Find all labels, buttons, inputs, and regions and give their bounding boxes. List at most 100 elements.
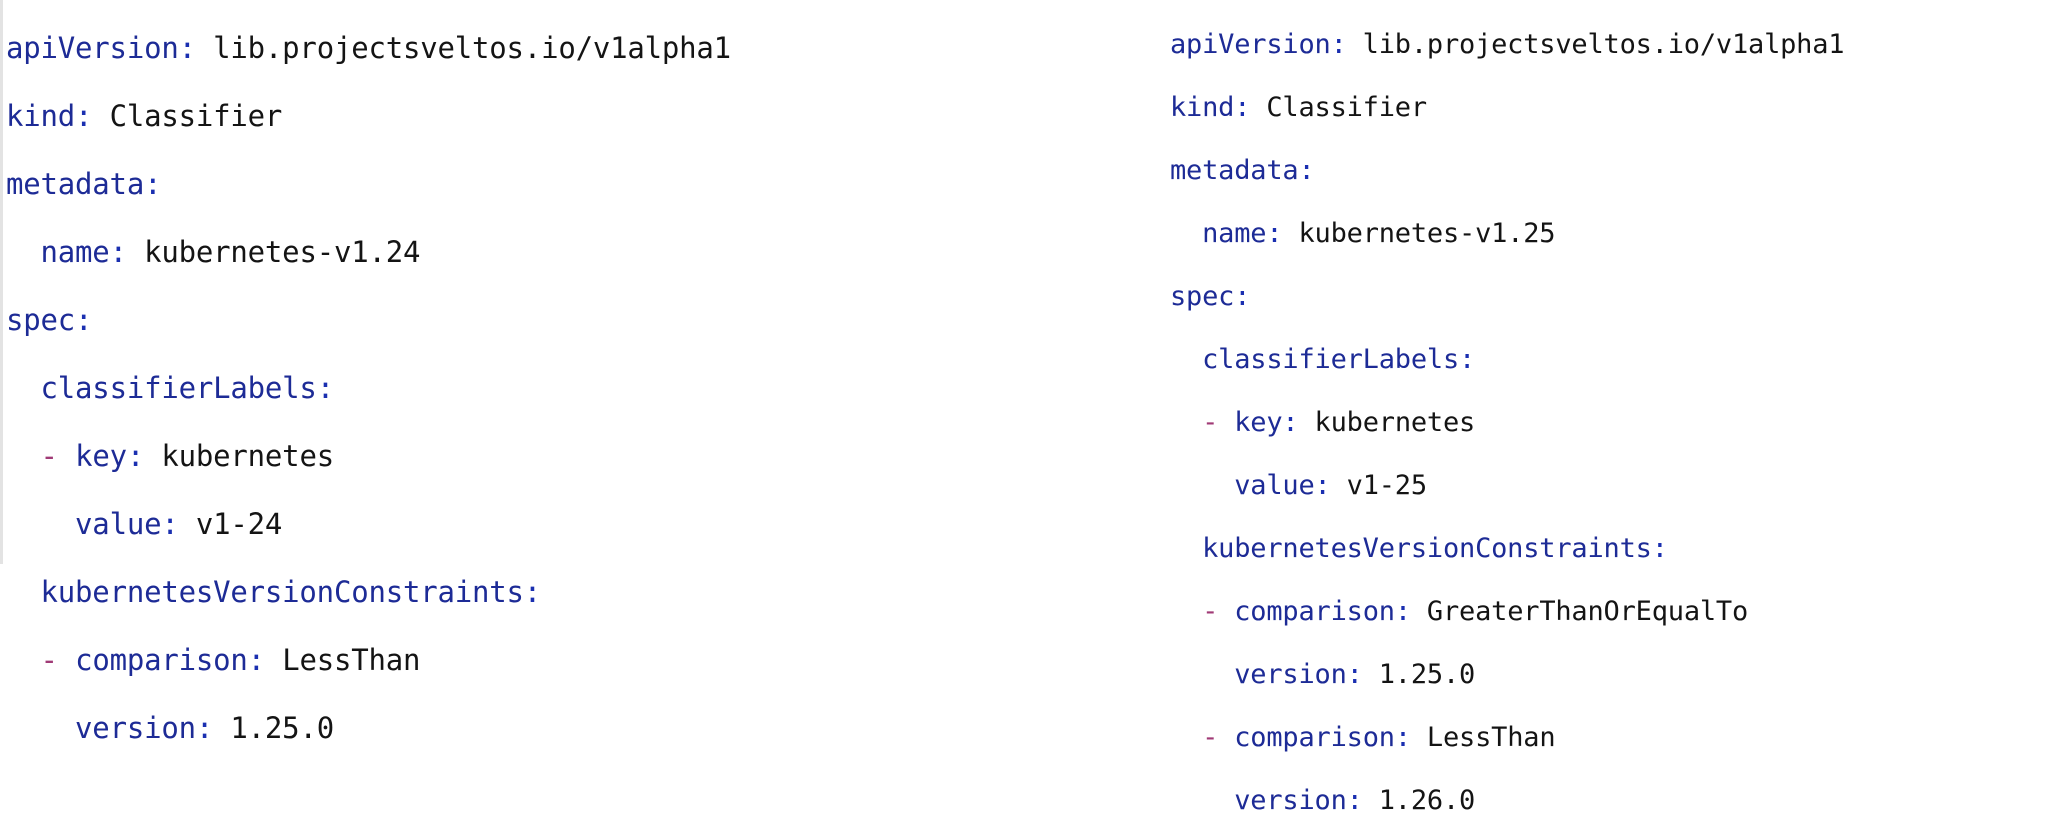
yaml-indent <box>6 643 41 677</box>
yaml-colon: : <box>178 31 196 65</box>
yaml-key: value <box>75 507 162 541</box>
yaml-colon: : <box>161 507 179 541</box>
yaml-line: version: 1.25.0 <box>6 711 731 745</box>
yaml-value: kubernetes <box>1298 407 1476 438</box>
yaml-colon: : <box>247 643 265 677</box>
yaml-line: kind: Classifier <box>6 99 731 133</box>
yaml-sequence-dash: - <box>40 439 76 473</box>
yaml-value: v1-24 <box>178 507 283 541</box>
yaml-colon: : <box>1266 218 1283 249</box>
yaml-value: lib.projectsveltos.io/v1alpha1 <box>195 31 731 65</box>
yaml-value: Classifier <box>1250 92 1427 123</box>
yaml-indent <box>1170 344 1202 375</box>
yaml-key: version <box>1234 785 1347 816</box>
yaml-key: kind <box>1170 92 1235 123</box>
yaml-key: spec <box>1170 281 1235 312</box>
yaml-value: 1.25.0 <box>1362 659 1476 690</box>
yaml-indent <box>6 439 41 473</box>
yaml-line: name: kubernetes-v1.25 <box>1170 218 1844 250</box>
yaml-colon: : <box>316 371 334 405</box>
yaml-value: 1.26.0 <box>1362 785 1476 816</box>
yaml-line: spec: <box>1170 281 1844 313</box>
yaml-colon: : <box>1394 596 1411 627</box>
yaml-indent <box>6 371 41 405</box>
yaml-line: version: 1.25.0 <box>1170 659 1844 691</box>
yaml-indent <box>1170 218 1202 249</box>
left-edge-rule <box>0 0 3 564</box>
yaml-key: name <box>1202 218 1267 249</box>
yaml-line: classifierLabels: <box>6 371 731 405</box>
yaml-indent <box>6 575 41 609</box>
yaml-line: value: v1-25 <box>1170 470 1844 502</box>
yaml-sequence-dash: - <box>1202 596 1235 627</box>
yaml-key: version <box>75 711 196 745</box>
yaml-line: name: kubernetes-v1.24 <box>6 235 731 269</box>
yaml-block-kubernetes-v1-25[interactable]: apiVersion: lib.projectsveltos.io/v1alph… <box>1170 29 1845 817</box>
yaml-key: metadata <box>6 167 145 201</box>
yaml-colon: : <box>126 439 145 473</box>
yaml-indent <box>1170 659 1234 690</box>
yaml-line: metadata: <box>6 167 731 201</box>
yaml-key: comparison <box>1234 722 1395 753</box>
yaml-value: kubernetes <box>144 439 334 473</box>
yaml-value: GreaterThanOrEqualTo <box>1410 596 1749 627</box>
yaml-colon: : <box>1314 470 1331 501</box>
yaml-key: kubernetesVersionConstraints <box>1202 533 1652 564</box>
yaml-key: comparison <box>1234 596 1395 627</box>
yaml-colon: : <box>1346 785 1363 816</box>
yaml-colon: : <box>1459 344 1476 375</box>
yaml-line: - comparison: GreaterThanOrEqualTo <box>1170 596 1844 628</box>
yaml-indent <box>6 507 75 541</box>
yaml-value: LessThan <box>264 643 421 677</box>
yaml-colon: : <box>1234 281 1251 312</box>
yaml-line: apiVersion: lib.projectsveltos.io/v1alph… <box>1170 29 1845 61</box>
yaml-line: classifierLabels: <box>1170 344 1844 376</box>
yaml-colon: : <box>75 99 93 133</box>
yaml-value: v1-25 <box>1330 470 1427 501</box>
yaml-key: key <box>75 439 127 473</box>
yaml-line: apiVersion: lib.projectsveltos.io/v1alph… <box>6 31 731 65</box>
yaml-colon: : <box>195 711 214 745</box>
yaml-line: value: v1-24 <box>6 507 731 541</box>
yaml-key: value <box>1234 470 1315 501</box>
yaml-key: metadata <box>1170 155 1299 186</box>
yaml-key: comparison <box>75 643 248 677</box>
yaml-indent <box>1170 407 1202 438</box>
yaml-indent <box>1170 596 1202 627</box>
yaml-listing-page: apiVersion: lib.projectsveltos.io/v1alph… <box>0 0 1845 816</box>
yaml-indent <box>1170 785 1234 816</box>
yaml-colon: : <box>1394 722 1411 753</box>
yaml-value: Classifier <box>92 99 283 133</box>
yaml-value: lib.projectsveltos.io/v1alpha1 <box>1346 29 1845 60</box>
yaml-colon: : <box>75 303 93 337</box>
yaml-indent <box>6 711 75 745</box>
yaml-line: - key: kubernetes <box>1170 407 1844 439</box>
yaml-indent <box>1170 722 1202 753</box>
yaml-colon: : <box>144 167 162 201</box>
yaml-line: - key: kubernetes <box>6 439 731 473</box>
yaml-value: kubernetes-v1.24 <box>126 235 421 269</box>
yaml-indent <box>1170 470 1234 501</box>
yaml-colon: : <box>1651 533 1668 564</box>
yaml-sequence-dash: - <box>1202 407 1235 438</box>
yaml-colon: : <box>1346 659 1363 690</box>
yaml-value: LessThan <box>1410 722 1556 753</box>
yaml-line: metadata: <box>1170 155 1844 187</box>
yaml-colon: : <box>1234 92 1251 123</box>
yaml-value: kubernetes-v1.25 <box>1282 218 1556 249</box>
yaml-colon: : <box>109 235 127 269</box>
yaml-key: kubernetesVersionConstraints <box>40 575 524 609</box>
yaml-block-kubernetes-v1-24[interactable]: apiVersion: lib.projectsveltos.io/v1alph… <box>6 31 731 745</box>
yaml-key: key <box>1234 407 1283 438</box>
yaml-line: spec: <box>6 303 731 337</box>
yaml-sequence-dash: - <box>40 643 76 677</box>
yaml-colon: : <box>1298 155 1315 186</box>
yaml-line: - comparison: LessThan <box>1170 722 1844 754</box>
yaml-key: apiVersion <box>1170 29 1331 60</box>
yaml-line: kubernetesVersionConstraints: <box>1170 533 1844 565</box>
yaml-key: classifierLabels <box>1202 344 1460 375</box>
yaml-line: version: 1.26.0 <box>1170 785 1844 817</box>
yaml-colon: : <box>523 575 542 609</box>
yaml-line: kubernetesVersionConstraints: <box>6 575 731 609</box>
yaml-colon: : <box>1282 407 1299 438</box>
